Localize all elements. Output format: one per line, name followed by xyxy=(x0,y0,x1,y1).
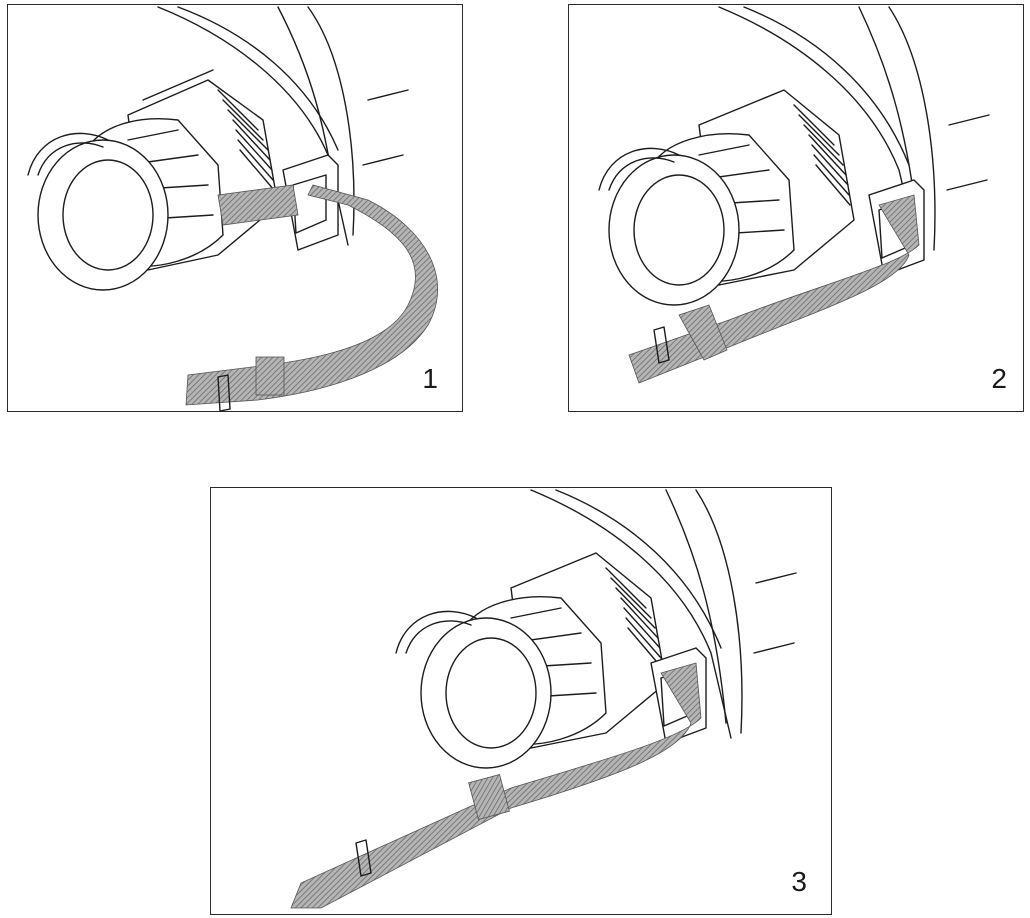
device-body-line xyxy=(157,6,349,246)
eyecup-lens xyxy=(445,637,537,749)
strap-keeper xyxy=(255,356,285,396)
focus-ring-knurl xyxy=(793,104,851,206)
step-panel-1: 1 xyxy=(7,4,463,412)
device-body-line xyxy=(367,89,409,101)
focus-ring-knurl xyxy=(217,89,275,191)
barrel-ribs xyxy=(125,129,214,221)
eyepiece-strap-illustration-1 xyxy=(27,6,438,411)
barrel-ribs xyxy=(696,144,785,236)
device-body-line xyxy=(665,489,727,724)
device-body-line xyxy=(948,114,990,126)
device-body-line xyxy=(718,6,920,256)
device-body-line xyxy=(753,642,795,654)
step-number-2: 2 xyxy=(991,363,1007,394)
buckle-slot xyxy=(292,174,327,234)
eyepiece-strap-illustration-2 xyxy=(598,6,990,384)
strap-adjuster xyxy=(653,326,670,364)
eyecup-lens xyxy=(62,159,154,271)
device-body-line xyxy=(946,179,988,191)
eyecup-rim xyxy=(395,610,477,654)
focus-ring-edge xyxy=(142,69,214,101)
eyecup-rim xyxy=(27,132,109,176)
eyecup-rim xyxy=(608,157,675,191)
eyecup-rim xyxy=(37,142,104,176)
step-number-1: 1 xyxy=(422,363,438,394)
strap-adjuster xyxy=(355,839,372,877)
strap-adjuster xyxy=(217,374,231,411)
eyepiece-strap-illustration-3 xyxy=(290,489,797,909)
eyecup xyxy=(420,617,552,769)
step-number-3: 3 xyxy=(791,866,807,897)
device-body-line xyxy=(888,6,936,251)
eyecup xyxy=(37,139,169,291)
strap-loop xyxy=(217,184,299,226)
device-body-line xyxy=(695,489,743,734)
device-body-line xyxy=(743,6,910,166)
step-panel-3: 3 xyxy=(210,487,832,915)
strap xyxy=(185,184,438,406)
device-body-line xyxy=(755,572,797,584)
eyecup-rim xyxy=(598,147,680,191)
strap-keeper xyxy=(468,774,510,820)
strap xyxy=(290,662,702,909)
step-panel-2: 2 xyxy=(568,4,1024,412)
barrel-ribs xyxy=(508,607,597,699)
device-body-line xyxy=(530,489,732,739)
device-body-line xyxy=(555,489,722,649)
eyecup-lens xyxy=(633,174,725,286)
device-body-line xyxy=(362,154,404,166)
eyecup-rim xyxy=(405,620,472,654)
focus-ring-knurl xyxy=(605,567,663,669)
eyecup xyxy=(608,154,740,306)
device-body-line xyxy=(177,6,339,151)
strap-fold xyxy=(678,304,728,361)
